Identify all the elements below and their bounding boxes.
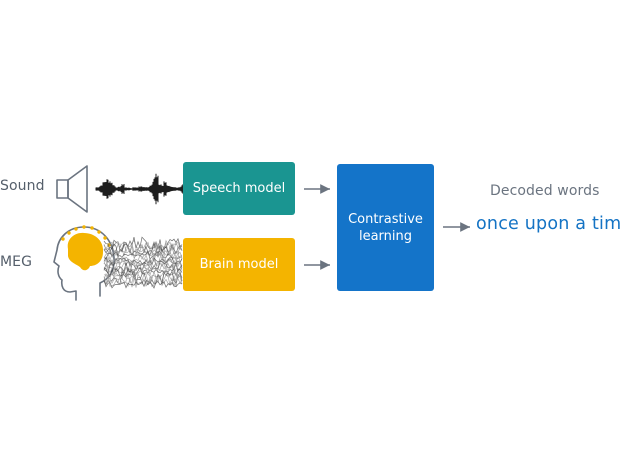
meg-label: MEG: [0, 254, 33, 270]
contrastive-label-line1: Contrastive: [348, 211, 423, 227]
speaker-icon: [56, 165, 88, 213]
decoded-words-text: once upon a time: [476, 214, 620, 234]
head-brain-icon: [53, 225, 115, 301]
meg-signals: [103, 236, 183, 289]
brain-model-box: Brain model: [183, 238, 295, 291]
brain-model-label: Brain model: [199, 257, 279, 272]
decoded-words-title: Decoded words: [490, 183, 600, 199]
contrastive-label-line2: learning: [358, 228, 413, 244]
contrastive-learning-box: Contrastive learning: [337, 164, 434, 291]
audio-waveform: [95, 173, 184, 205]
speech-model-label: Speech model: [192, 181, 286, 196]
speech-model-box: Speech model: [183, 162, 295, 215]
sound-label: Sound: [0, 178, 45, 194]
